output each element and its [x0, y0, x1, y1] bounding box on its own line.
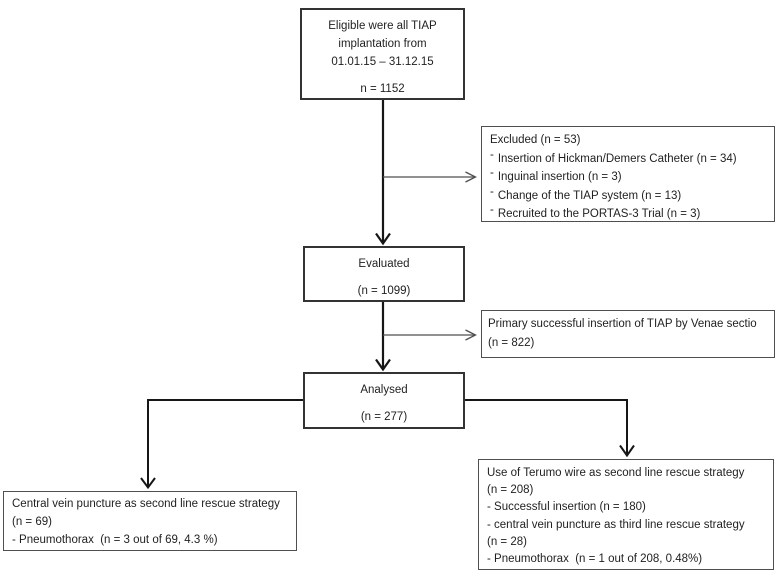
- box-venae-sectio: Primary successful insertion of TIAP by …: [481, 310, 775, 358]
- box-central-vein: Central vein puncture as second line res…: [3, 491, 297, 551]
- evaluated-title: Evaluated: [358, 258, 410, 270]
- bullet-dash: -: [490, 148, 494, 161]
- excluded-item: -Recruited to the PORTAS-3 Trial (n = 3): [490, 204, 766, 224]
- eligible-line: 01.01.15 – 31.12.15: [331, 56, 434, 68]
- bullet-dash: -: [490, 204, 494, 216]
- excluded-item-text: Insertion of Hickman/Demers Catheter (n …: [497, 152, 737, 165]
- excluded-item: -Insertion of Hickman/Demers Catheter (n…: [490, 149, 766, 169]
- box-eligible: Eligible were all TIAP implantation from…: [300, 8, 465, 100]
- central-vein-line: Central vein puncture as second line res…: [12, 498, 280, 510]
- venae-count: (n = 822): [488, 337, 535, 349]
- excluded-item: -Inguinal insertion (n = 3): [490, 167, 766, 187]
- analysed-count: (n = 277): [360, 411, 408, 423]
- arrow-to-venae-sectio: [383, 329, 477, 341]
- excluded-item: -Change of the TIAP system (n = 13): [490, 186, 766, 206]
- box-excluded: Excluded (n = 53) -Insertion of Hickman/…: [481, 126, 775, 222]
- evaluated-count: (n = 1099): [357, 285, 411, 297]
- terumo-line: - Pneumothorax (n = 1 out of 208, 0.48%): [487, 553, 703, 566]
- excluded-title: Excluded (n = 53): [490, 134, 581, 146]
- eligible-line: Eligible were all TIAP: [328, 20, 437, 32]
- bullet-dash: -: [490, 185, 494, 198]
- venae-line: Primary successful insertion of TIAP by …: [488, 318, 757, 330]
- terumo-line: (n = 28): [487, 535, 527, 548]
- terumo-line: Use of Terumo wire as second line rescue…: [487, 467, 745, 479]
- terumo-line: (n = 208): [487, 484, 534, 497]
- excluded-item-text: Recruited to the PORTAS-3 Trial (n = 3): [497, 208, 701, 220]
- box-evaluated: Evaluated (n = 1099): [303, 246, 465, 302]
- arrow-analysed-to-central-vein: [140, 399, 303, 490]
- bullet-dash: -: [490, 167, 494, 179]
- excluded-item-text: Change of the TIAP system (n = 13): [497, 189, 682, 202]
- eligible-line: implantation from: [338, 38, 427, 50]
- central-vein-line: - Pneumothorax (n = 3 out of 69, 4.3 %): [12, 534, 218, 546]
- arrow-to-excluded: [383, 171, 477, 183]
- terumo-line: - central vein puncture as third line re…: [487, 518, 745, 531]
- analysed-title: Analysed: [360, 384, 408, 396]
- arrow-evaluated-to-analysed: [375, 302, 391, 372]
- central-vein-line: (n = 69): [12, 516, 52, 528]
- box-terumo: Use of Terumo wire as second line rescue…: [478, 459, 774, 570]
- terumo-line: - Successful insertion (n = 180): [487, 501, 646, 514]
- excluded-item-text: Inguinal insertion (n = 3): [497, 171, 622, 183]
- arrow-analysed-to-terumo: [465, 399, 635, 458]
- box-analysed: Analysed (n = 277): [303, 372, 465, 429]
- arrow-eligible-to-evaluated: [375, 100, 391, 246]
- eligible-count: n = 1152: [360, 83, 405, 95]
